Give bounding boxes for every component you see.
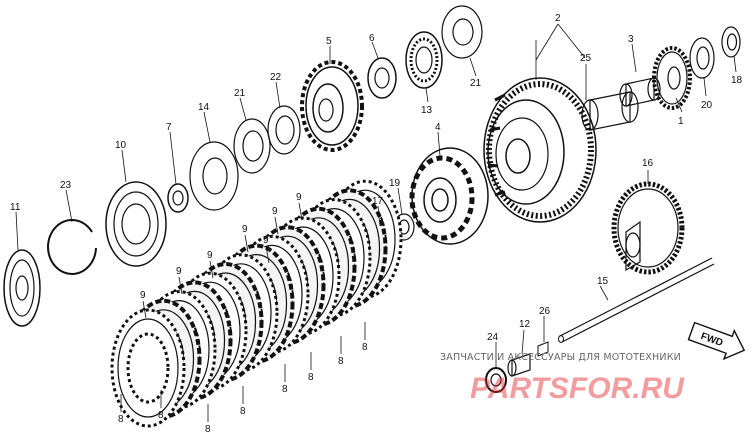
collar-6	[367, 57, 397, 99]
callout-13: 13	[421, 105, 433, 116]
drive-sprocket-1	[652, 46, 692, 110]
washer-21-upper	[441, 5, 483, 59]
clutch-disc-stack	[110, 179, 403, 428]
leader-line-9	[298, 202, 303, 221]
callout-3: 3	[628, 34, 634, 45]
clutch-center-4	[409, 147, 489, 245]
callout-8: 8	[362, 342, 368, 353]
callout-4: 4	[435, 122, 441, 133]
leader-line-9	[178, 276, 183, 295]
leader-line-9	[274, 216, 279, 235]
callout-23: 23	[60, 180, 72, 191]
callout-15: 15	[597, 276, 609, 287]
callout-25: 25	[580, 53, 592, 64]
callout-2: 2	[555, 13, 561, 24]
callout-5: 5	[326, 36, 332, 47]
collar-3	[619, 77, 661, 107]
collar-7	[167, 183, 189, 213]
callout-19: 19	[389, 178, 401, 189]
driven-gear-16	[611, 181, 685, 275]
callout-12: 12	[519, 319, 531, 330]
leader-line-9	[265, 245, 270, 264]
callout-21-lower: 21	[234, 88, 246, 99]
callout-1: 1	[678, 116, 684, 127]
callout-22: 22	[270, 72, 282, 83]
callout-26: 26	[539, 306, 551, 317]
snap-ring-23	[47, 218, 97, 275]
callout-24: 24	[487, 332, 499, 343]
callout-8: 8	[282, 384, 288, 395]
callout-8: 8	[205, 424, 211, 435]
callout-6: 6	[369, 33, 375, 44]
leader-lines	[15, 23, 737, 368]
callout-17: 17	[372, 196, 384, 207]
watermark-caption: ЗАПЧАСТИ И АКСЕССУАРЫ ДЛЯ МОТОТЕХНИКИ	[440, 352, 681, 363]
spring-holder-11	[3, 249, 41, 327]
callout-11: 11	[10, 202, 21, 213]
callout-10: 10	[115, 140, 127, 151]
callout-21-upper: 21	[470, 78, 482, 89]
callout-14: 14	[198, 102, 210, 113]
lifter-plate-10	[105, 181, 167, 267]
callout-9: 9	[242, 224, 248, 235]
leader-line-9	[244, 234, 249, 253]
callout-8: 8	[338, 356, 344, 367]
pushrod-15	[558, 257, 715, 343]
callout-7: 7	[166, 122, 172, 133]
callout-9: 9	[263, 235, 269, 246]
disc-stack-callouts: 9 9 9 9 9 9 9 8 8 8 8 8 8 8 8	[118, 192, 368, 435]
callout-9: 9	[176, 266, 182, 277]
callout-8: 8	[240, 406, 246, 417]
pressure-plate-5	[300, 60, 364, 152]
leader-line-9	[209, 260, 214, 279]
callout-9: 9	[272, 206, 278, 217]
callout-9: 9	[207, 250, 213, 261]
clutch-plate	[110, 308, 186, 428]
callout-8: 8	[158, 410, 164, 421]
clutch-outer-housing	[483, 77, 597, 223]
needle-bearing-25	[581, 91, 639, 131]
washer-22	[267, 105, 301, 155]
callout-18: 18	[731, 75, 743, 86]
callout-16: 16	[642, 158, 654, 169]
leader-line-9	[142, 300, 147, 319]
callout-20: 20	[701, 100, 713, 111]
watermark-logo: PARTSFOR.RU	[470, 372, 685, 405]
pin-26	[537, 341, 549, 357]
washer-18	[721, 26, 741, 58]
washer-20	[689, 37, 715, 79]
callout-labels: 2 25 3 1 20 18 21 13 6 5 22 21 14 7 10 2…	[10, 13, 743, 343]
callout-8: 8	[308, 372, 314, 383]
callout-8: 8	[118, 414, 124, 425]
watermark: ЗАПЧАСТИ И АКСЕССУАРЫ ДЛЯ МОТОТЕХНИКИ	[440, 352, 681, 363]
callout-9: 9	[140, 290, 146, 301]
fwd-direction-arrow: FWD	[687, 321, 746, 361]
piece-12	[507, 353, 531, 377]
washer-21-lower	[233, 118, 271, 174]
plate-14	[189, 141, 239, 211]
callout-9: 9	[296, 192, 302, 203]
bearing-13	[405, 31, 443, 89]
